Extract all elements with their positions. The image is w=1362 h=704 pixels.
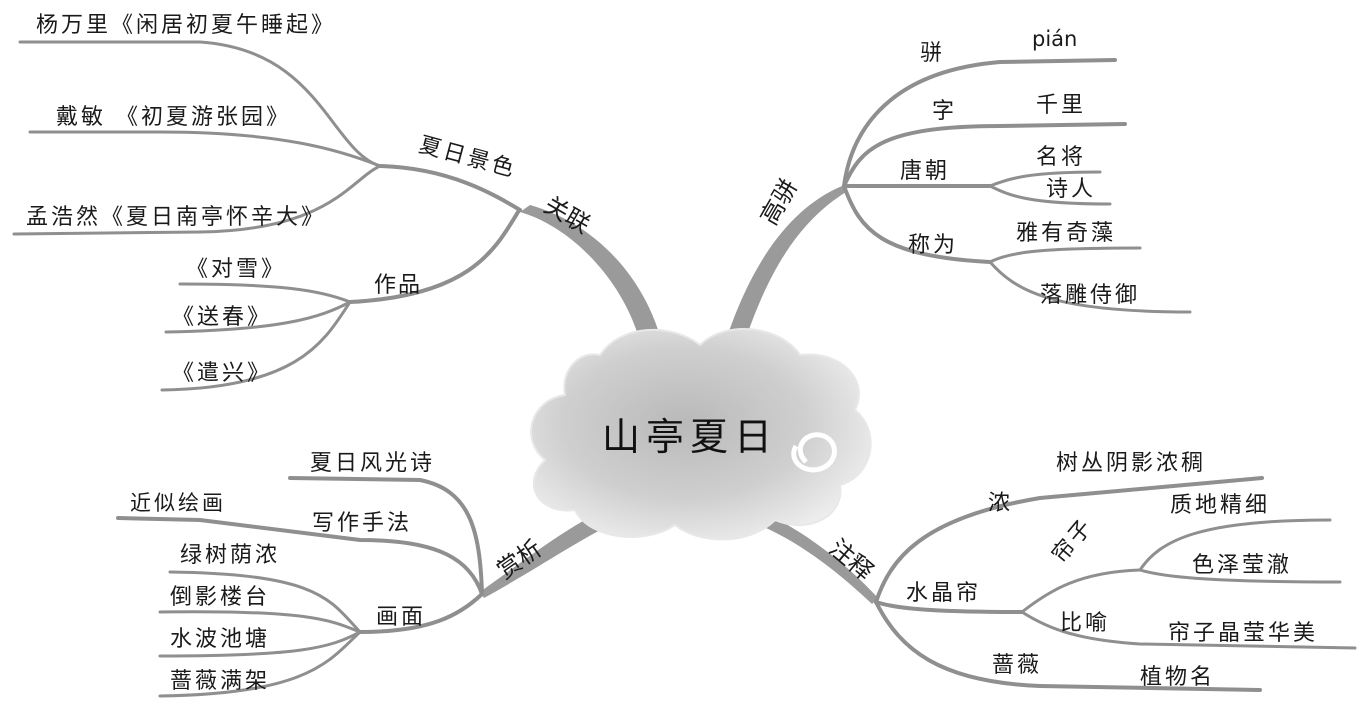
label-nong: 浓 <box>988 491 1010 516</box>
label-jingse-item2: 戴敏 《初夏游张园》 <box>56 105 291 130</box>
line-guanlian-zuopin <box>348 210 520 304</box>
label-tangchao: 唐朝 <box>900 159 950 184</box>
label-zi: 字 <box>932 99 954 124</box>
line-gaopian-zi <box>842 122 1127 188</box>
label-chengwei-item2: 落雕侍御 <box>1040 283 1140 308</box>
line-huamian-item2 <box>158 610 362 634</box>
label-shoufa-note: 近似绘画 <box>130 491 226 515</box>
line-guanlian-jingse <box>378 164 522 212</box>
label-zuopin-item3: 《遣兴》 <box>172 361 272 386</box>
line-gaopian-chengwei <box>842 184 992 264</box>
center-cloud: 山亭夏日 <box>530 328 872 541</box>
center-title: 山亭夏日 <box>602 415 778 459</box>
line-tangchao-item1 <box>988 170 1102 188</box>
trunk-shangxi <box>480 508 616 598</box>
label-shoufa: 写作手法 <box>312 511 412 536</box>
label-lianzi-item1: 质地精细 <box>1170 493 1270 518</box>
label-huamian-item2: 倒影楼台 <box>170 585 270 610</box>
line-shuijinglian-lianzi <box>1020 568 1142 614</box>
label-tangchao-item2: 诗人 <box>1046 177 1096 202</box>
line-huamian-item1 <box>168 570 362 634</box>
trunks <box>480 186 878 604</box>
label-pian: 骈 <box>920 41 942 66</box>
label-tangchao-item1: 名将 <box>1036 145 1086 170</box>
label-biyu: 比喻 <box>1060 611 1110 636</box>
label-qiangwei-note: 植物名 <box>1140 665 1215 690</box>
line-shuijinglian-biyu <box>1020 610 1357 650</box>
label-huamian-item4: 蔷薇满架 <box>170 669 270 694</box>
branch-lines <box>12 40 1357 698</box>
line-zuopin-item3 <box>160 300 352 392</box>
line-zuopin-item1 <box>178 282 352 304</box>
line-zhushi-qiangwei <box>874 600 1262 692</box>
label-huamian-item1: 绿树荫浓 <box>180 543 280 568</box>
line-chengwei-item1 <box>988 246 1142 264</box>
label-zuopin: 作品 <box>374 273 422 298</box>
label-huamian: 画面 <box>376 605 426 630</box>
label-huamian-item3: 水波池塘 <box>170 627 270 652</box>
label-jingse: 夏日景色 <box>416 133 519 183</box>
label-pian-note: pián <box>1032 27 1077 51</box>
line-gaopian-pian <box>842 58 1117 188</box>
label-chengwei-item1: 雅有奇藻 <box>1016 221 1116 246</box>
line-huamian-item4 <box>158 630 362 698</box>
label-zuopin-item1: 《对雪》 <box>186 257 286 282</box>
line-tangchao-item2 <box>988 184 1112 206</box>
label-jingse-item3: 孟浩然《夏日南亭怀辛大》 <box>26 205 326 230</box>
label-lianzi: 帘子 <box>1047 513 1098 567</box>
line-jingse-item2 <box>28 130 382 168</box>
line-jingse-item3 <box>12 164 382 236</box>
line-huamian-item3 <box>158 630 362 658</box>
line-chengwei-item2 <box>988 260 1192 314</box>
label-zi-note: 千里 <box>1036 93 1086 118</box>
cloud-shape <box>530 328 872 541</box>
line-zhushi-nong <box>874 476 1264 604</box>
line-zhushi-shuijinglian <box>874 600 1024 614</box>
label-zuopin-item2: 《送春》 <box>172 305 272 330</box>
trunk-gaopian <box>726 186 846 344</box>
cloud-swirl <box>791 432 837 473</box>
label-nong-note: 树丛阴影浓稠 <box>1056 451 1206 476</box>
line-zuopin-item2 <box>164 300 352 334</box>
label-shuijinglian: 水晶帘 <box>906 581 981 606</box>
label-qiangwei: 蔷薇 <box>992 653 1042 678</box>
label-lianzi-item2: 色泽莹澈 <box>1192 553 1292 578</box>
line-shangxi-shoufa <box>116 516 484 596</box>
trunk-guanlian <box>520 205 660 342</box>
label-chengwei: 称为 <box>908 233 958 258</box>
line-jingse-item1 <box>18 40 382 168</box>
line-shangxi-huamian <box>358 592 484 634</box>
label-shi: 夏日风光诗 <box>310 451 435 476</box>
trunk-zhushi <box>752 510 878 604</box>
line-shangxi-shi <box>288 476 484 596</box>
label-biyu-note: 帘子晶莹华美 <box>1168 621 1318 646</box>
line-lianzi-item1 <box>1138 518 1332 572</box>
label-jingse-item1: 杨万里《闲居初夏午睡起》 <box>36 13 336 38</box>
line-lianzi-item2 <box>1138 568 1342 584</box>
